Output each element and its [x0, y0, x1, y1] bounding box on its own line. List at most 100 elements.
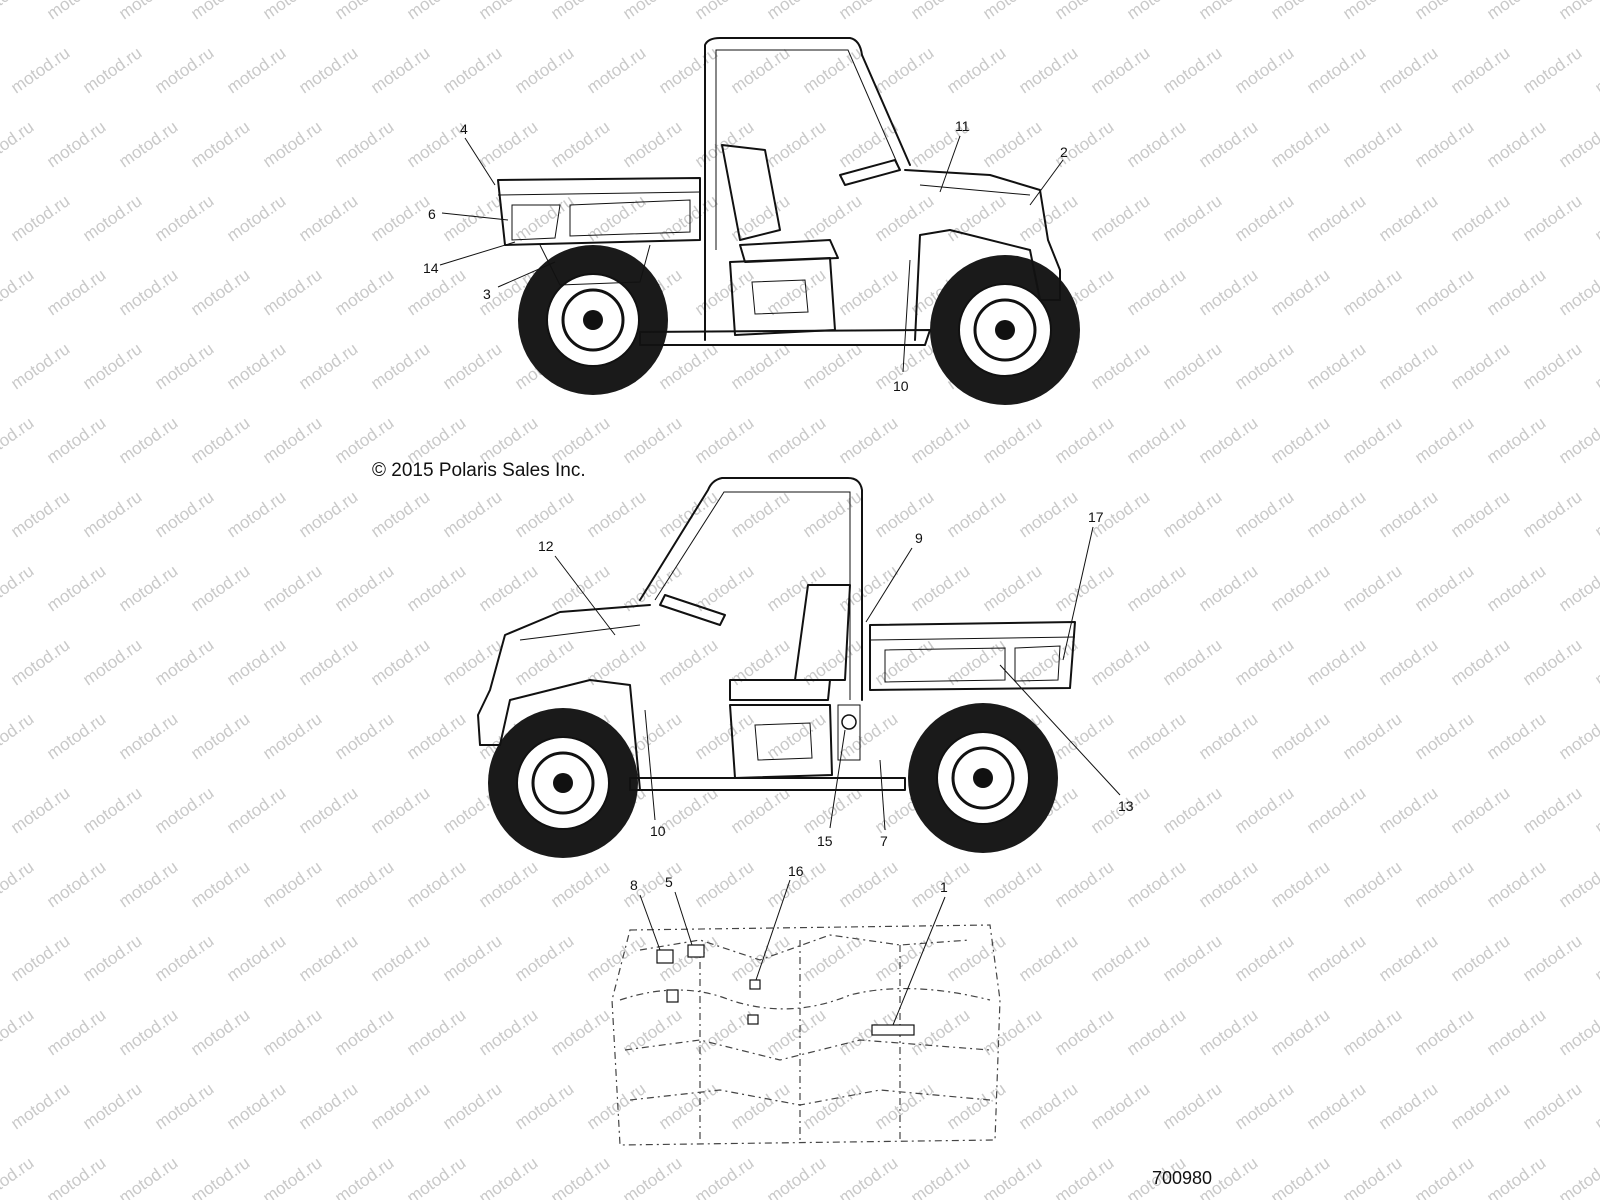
watermark-text: motod.ru: [259, 265, 325, 319]
chassis-rail: [629, 777, 906, 791]
watermark-text: motod.ru: [547, 0, 613, 23]
watermark-text: motod.ru: [1159, 931, 1225, 985]
watermark-text: motod.ru: [1267, 117, 1333, 171]
watermark-text: motod.ru: [7, 783, 73, 837]
watermark-text: motod.ru: [43, 857, 109, 911]
watermark-text: motod.ru: [1555, 1005, 1600, 1059]
watermark-text: motod.ru: [1087, 191, 1153, 245]
decal-location-view: [611, 924, 1001, 1146]
watermark-text: motod.ru: [439, 43, 505, 97]
watermark-text: motod.ru: [43, 0, 109, 23]
watermark-text: motod.ru: [79, 931, 145, 985]
watermark-text: motod.ru: [259, 1005, 325, 1059]
callout-5: 5: [665, 874, 673, 890]
watermark-text: motod.ru: [979, 561, 1045, 615]
watermark-text: motod.ru: [367, 191, 433, 245]
watermark-text: motod.ru: [1123, 0, 1189, 23]
watermark-text: motod.ru: [295, 191, 361, 245]
callout-16: 16: [788, 863, 804, 879]
decal-1: [871, 1024, 915, 1036]
callout-15: 15: [817, 833, 833, 849]
watermark-text: motod.ru: [295, 1079, 361, 1133]
watermark-text: motod.ru: [295, 931, 361, 985]
decal-16b: [747, 1014, 759, 1025]
watermark-text: motod.ru: [367, 635, 433, 689]
watermark-text: motod.ru: [259, 117, 325, 171]
watermark-text: motod.ru: [1123, 413, 1189, 467]
watermark-text: motod.ru: [1519, 339, 1585, 393]
watermark-text: motod.ru: [1411, 413, 1477, 467]
watermark-text: motod.ru: [1303, 191, 1369, 245]
watermark-text: motod.ru: [1519, 191, 1585, 245]
watermark-text: motod.ru: [1015, 487, 1081, 541]
watermark-text: motod.ru: [187, 413, 253, 467]
watermark-text: motod.ru: [295, 783, 361, 837]
watermark-text: motod.ru: [367, 43, 433, 97]
watermark-text: motod.ru: [79, 191, 145, 245]
watermark-text: motod.ru: [1303, 43, 1369, 97]
watermark-text: motod.ru: [79, 487, 145, 541]
watermark-text: motod.ru: [1591, 339, 1600, 393]
watermark-text: motod.ru: [691, 709, 757, 763]
watermark-text: motod.ru: [1447, 191, 1513, 245]
front-body: [477, 604, 651, 791]
watermark-text: motod.ru: [1555, 1153, 1600, 1200]
watermark-text: motod.ru: [871, 487, 937, 541]
watermark-text: motod.ru: [1195, 1005, 1261, 1059]
watermark-text: motod.ru: [979, 413, 1045, 467]
watermark-text: motod.ru: [475, 1153, 541, 1200]
watermark-text: motod.ru: [619, 0, 685, 23]
figure-number: 700980: [1152, 1168, 1213, 1188]
watermark-text: motod.ru: [835, 857, 901, 911]
watermark-text: motod.ru: [799, 43, 865, 97]
watermark-text: motod.ru: [799, 635, 865, 689]
watermark-text: motod.ru: [1303, 931, 1369, 985]
seat: [721, 144, 781, 241]
watermark-text: motod.ru: [43, 561, 109, 615]
watermark-text: motod.ru: [1195, 561, 1261, 615]
watermark-text: motod.ru: [763, 1153, 829, 1200]
watermark-text: motod.ru: [1087, 931, 1153, 985]
watermark-text: motod.ru: [151, 43, 217, 97]
watermark-text: motod.ru: [619, 413, 685, 467]
vehicle-bottom-side-view: [477, 477, 1076, 858]
watermark-text: motod.ru: [1267, 857, 1333, 911]
vehicle-top-side-view: [497, 37, 1080, 405]
watermark-text: motod.ru: [655, 635, 721, 689]
watermark-text: motod.ru: [223, 635, 289, 689]
watermark-text: motod.ru: [1267, 561, 1333, 615]
watermark-text: motod.ru: [583, 931, 649, 985]
watermark-text: motod.ru: [7, 487, 73, 541]
callout-leaders-decal: [639, 879, 946, 1026]
callout-17: 17: [1088, 509, 1104, 525]
watermark-text: motod.ru: [727, 1079, 793, 1133]
watermark-text: motod.ru: [547, 1005, 613, 1059]
watermark-text: motod.ru: [1051, 413, 1117, 467]
seat: [794, 584, 851, 681]
watermark-text: motod.ru: [331, 561, 397, 615]
watermark-text: motod.ru: [1447, 1079, 1513, 1133]
watermark-text: motod.ru: [1123, 265, 1189, 319]
watermark-text: motod.ru: [1231, 635, 1297, 689]
watermark-text: motod.ru: [835, 413, 901, 467]
watermark-text: motod.ru: [835, 709, 901, 763]
watermark-text: motod.ru: [1303, 487, 1369, 541]
watermark-text: motod.ru: [691, 413, 757, 467]
watermark-text: motod.ru: [1123, 709, 1189, 763]
watermark-text: motod.ru: [0, 1005, 37, 1059]
callout-9: 9: [915, 530, 923, 546]
watermark-text: motod.ru: [655, 339, 721, 393]
watermark-text: motod.ru: [115, 1153, 181, 1200]
cargo-box: [869, 621, 1076, 691]
watermark-text: motod.ru: [979, 857, 1045, 911]
watermark-text: motod.ru: [1411, 709, 1477, 763]
watermark-text: motod.ru: [1231, 487, 1297, 541]
watermark-text: motod.ru: [259, 709, 325, 763]
watermark-text: motod.ru: [115, 1005, 181, 1059]
watermark-text: motod.ru: [1483, 561, 1549, 615]
watermark-text: motod.ru: [583, 43, 649, 97]
watermark-text: motod.ru: [1483, 265, 1549, 319]
watermark-text: motod.ru: [43, 117, 109, 171]
watermark-text: motod.ru: [655, 1079, 721, 1133]
watermark-text: motod.ru: [1447, 783, 1513, 837]
